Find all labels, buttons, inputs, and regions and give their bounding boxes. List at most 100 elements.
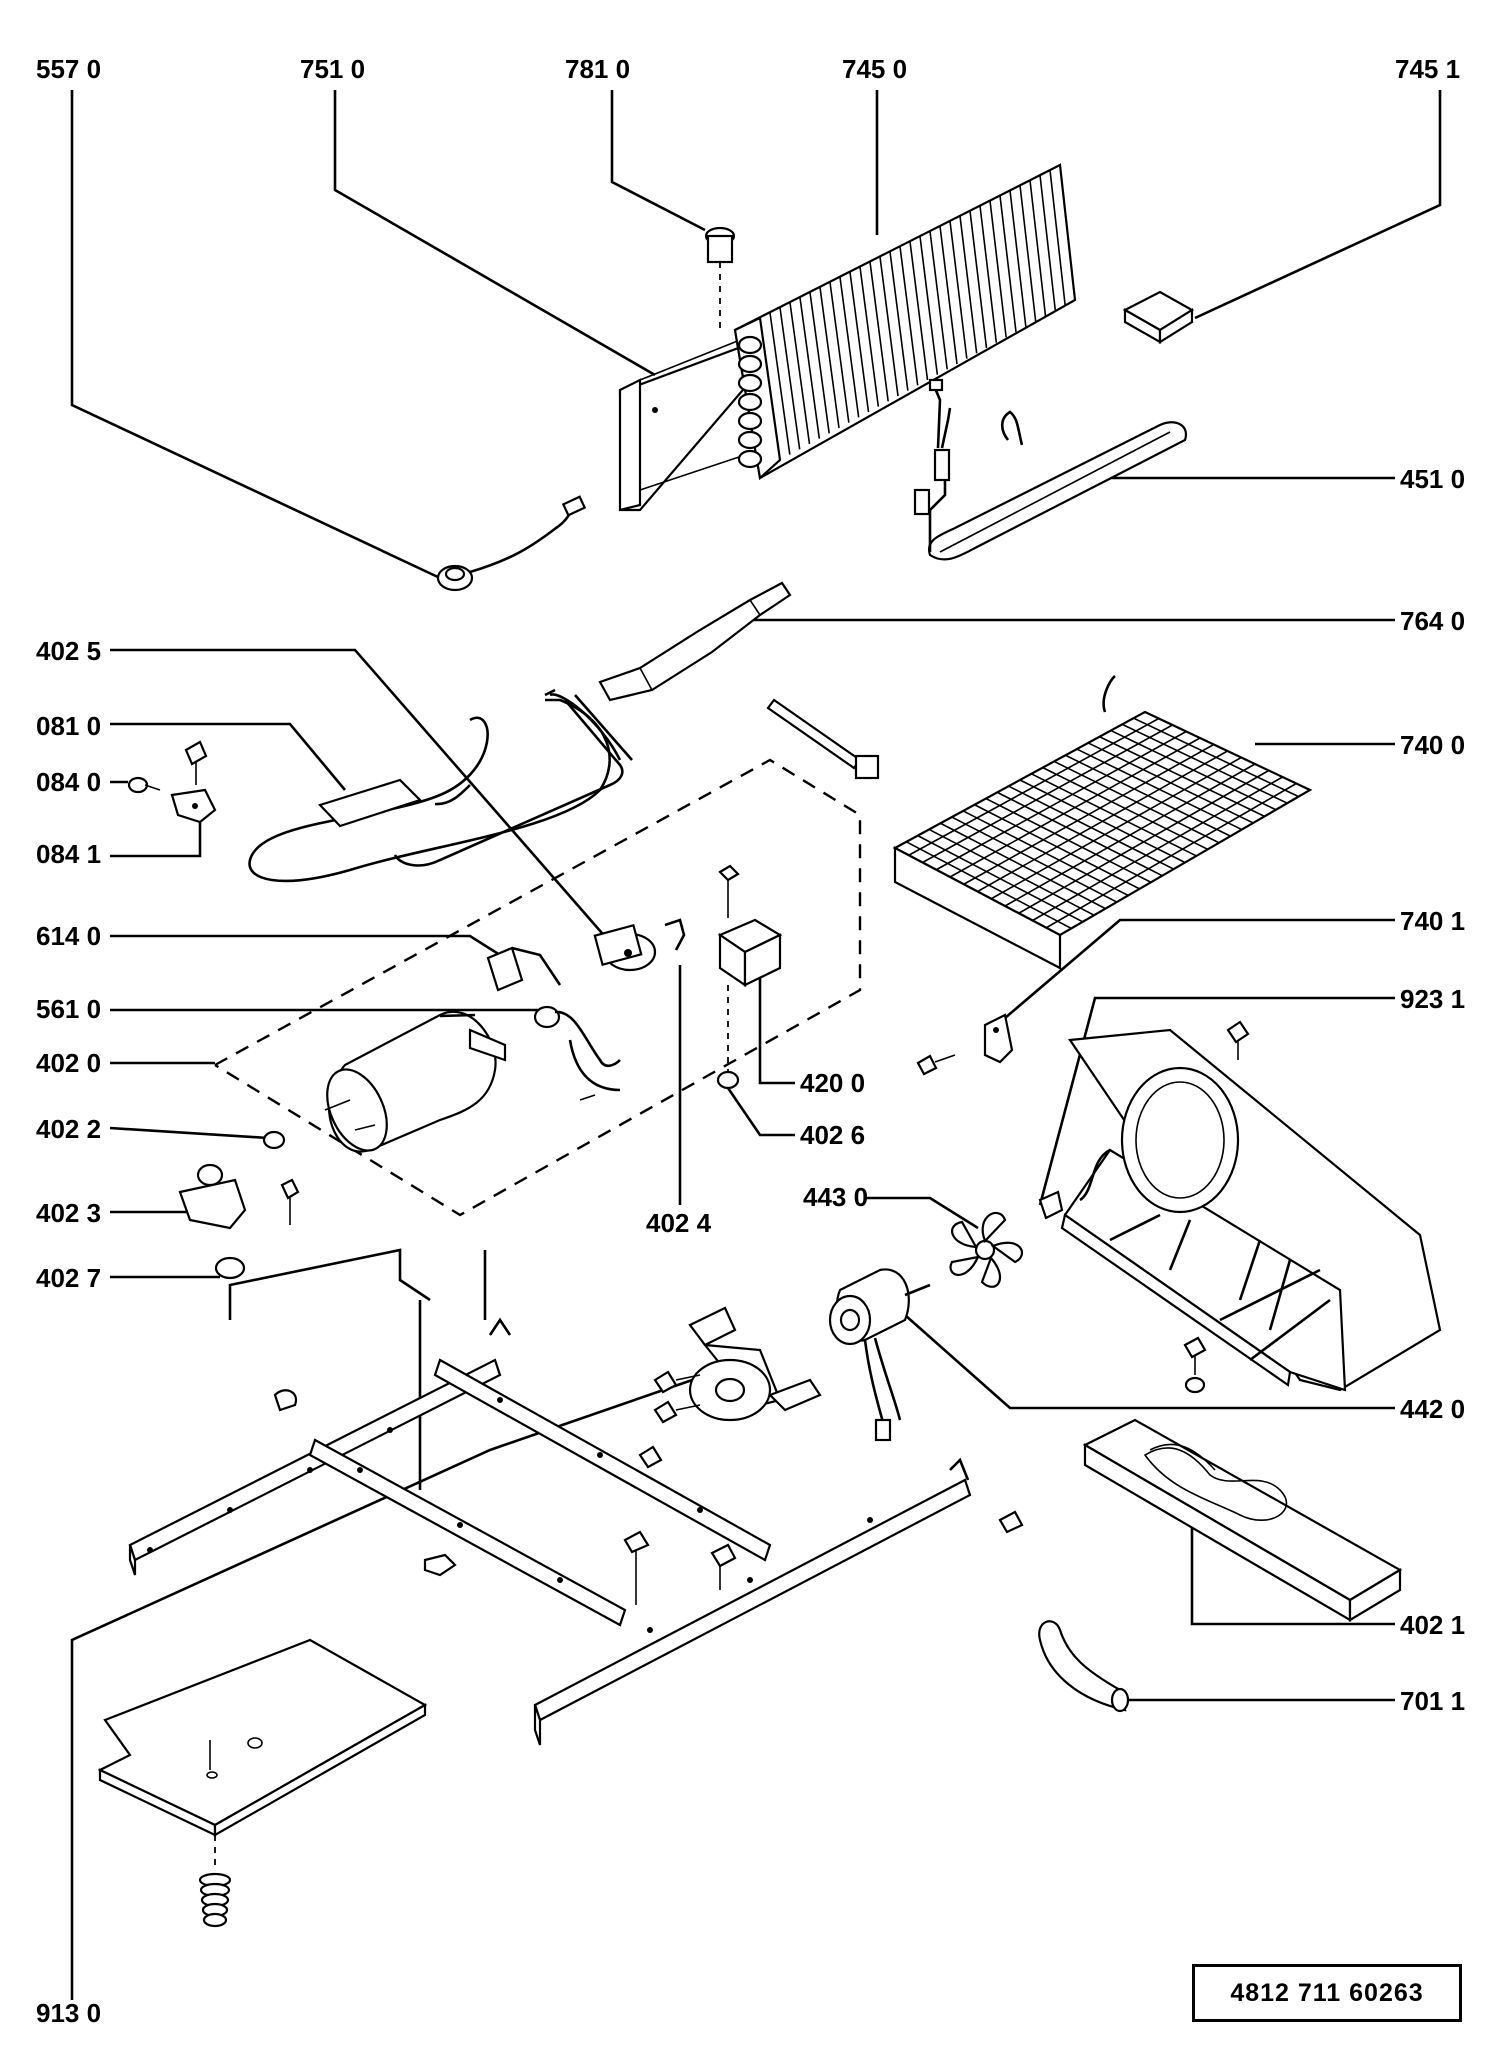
coil-bend <box>737 373 763 393</box>
compressor-base-line <box>228 1248 431 1320</box>
spring-coil <box>202 1912 228 1928</box>
part-402-5-overload <box>593 923 657 972</box>
hatch-line <box>990 756 1242 900</box>
hatch-line <box>899 246 919 386</box>
hatch-line <box>849 271 870 413</box>
hatch-line <box>929 231 948 370</box>
part-402-7-foot <box>214 1256 246 1280</box>
hatch-line <box>1039 175 1057 311</box>
label-923-1: 923 1 <box>1400 984 1465 1014</box>
hatch-line <box>1049 170 1066 306</box>
hatch-line <box>789 302 811 445</box>
hatch-line <box>1249 1298 1331 1362</box>
hatch-line <box>799 297 821 439</box>
coil-bend <box>737 449 763 469</box>
coil-bend <box>737 354 763 374</box>
part-motor-mount <box>638 1306 822 1469</box>
part-base-clips <box>273 1389 1024 1605</box>
part-557-thermostat <box>436 495 587 592</box>
hatch-line <box>1238 1239 1262 1301</box>
label-701-1: 701 1 <box>1400 1686 1465 1716</box>
hatch-line <box>889 251 909 391</box>
label-557-0: 557 0 <box>36 54 101 84</box>
part-402-1-drip-tray <box>1082 1418 1403 1622</box>
label-084-1: 084 1 <box>36 839 101 869</box>
hatch-line <box>908 717 1160 856</box>
hatch-line <box>1004 763 1256 907</box>
part-740-1-bracket <box>916 1013 1014 1076</box>
label-402-2: 402 2 <box>36 1114 101 1144</box>
label-402-3: 402 3 <box>36 1198 101 1228</box>
hatch-line <box>869 261 889 402</box>
part-740-evaporator <box>892 674 1313 970</box>
hatch-line <box>809 292 830 434</box>
part-402-2-grommet <box>262 1130 286 1150</box>
hatch-line <box>839 277 860 418</box>
hatch-line <box>1029 180 1047 317</box>
hatch-line <box>759 317 781 461</box>
label-443-0: 443 0 <box>803 1182 868 1212</box>
label-402-0: 402 0 <box>36 1048 101 1078</box>
part-561-starter <box>533 1005 621 1101</box>
label-561-0: 561 0 <box>36 994 101 1024</box>
hatch-line <box>779 307 801 450</box>
hatch-line <box>963 743 1215 885</box>
hatch-line <box>829 282 850 423</box>
label-402-7: 402 7 <box>36 1263 101 1293</box>
hatch-line <box>935 730 1187 871</box>
hatch-line <box>859 266 880 407</box>
part-420-capacitor <box>716 864 783 1090</box>
wire-harness <box>1079 1148 1111 1202</box>
hatch-line <box>922 724 1173 864</box>
part-clip <box>664 918 686 951</box>
part-cable-tie <box>766 698 880 780</box>
label-420-0: 420 0 <box>800 1068 865 1098</box>
label-751-0: 751 0 <box>300 54 365 84</box>
hatch-line <box>1268 1259 1292 1331</box>
reference-number: 4812 711 60263 <box>1230 1978 1424 2007</box>
part-442-fan-motor <box>828 1268 931 1442</box>
hatch-line <box>879 256 899 397</box>
hatch-line <box>1168 1219 1192 1271</box>
label-745-1: 745 1 <box>1395 54 1460 84</box>
label-781-0: 781 0 <box>565 54 630 84</box>
hatch-line <box>949 737 1201 878</box>
hatch-line <box>919 236 939 375</box>
coil-bend <box>737 430 763 450</box>
hatch-line <box>819 287 840 429</box>
reference-number-box: 4812 711 60263 <box>1192 1964 1462 2022</box>
part-402-3-bracket <box>178 1163 300 1230</box>
hatch-line <box>939 226 958 365</box>
coil-bend <box>737 392 763 412</box>
coil-bend <box>737 335 763 355</box>
hatch-line <box>959 215 978 354</box>
part-081-capillary <box>248 688 622 883</box>
hatch-line <box>1109 1213 1161 1242</box>
label-402-6: 402 6 <box>800 1120 865 1150</box>
hatch-line <box>977 750 1228 893</box>
hatch-line <box>769 312 791 455</box>
hatch-line <box>1045 782 1297 929</box>
part-913-cover-plate <box>97 1638 428 1928</box>
part-745-1-connector <box>1122 290 1195 344</box>
hatch-line <box>1019 185 1037 322</box>
label-402-4: 402 4 <box>646 1208 712 1238</box>
label-081-0: 081 0 <box>36 711 101 741</box>
hatch-line <box>1059 164 1076 301</box>
label-084-0: 084 0 <box>36 767 101 797</box>
part-701-1-drain-hose <box>1038 1620 1130 1713</box>
hatch-line <box>969 210 988 349</box>
part-923-fan-shroud <box>1038 1020 1442 1394</box>
label-740-1: 740 1 <box>1400 906 1465 936</box>
compressor-enclosure-dashed <box>214 758 862 1217</box>
hatch-line <box>979 205 998 343</box>
part-781-grommet <box>704 226 736 330</box>
label-764-0: 764 0 <box>1400 606 1465 636</box>
hatch-line <box>989 200 1007 338</box>
leader-lines <box>70 90 1442 2000</box>
part-443-fan-blade <box>949 1211 1024 1288</box>
part-084-screw-clamp <box>127 740 217 824</box>
part-base-frame <box>128 1317 972 1746</box>
label-402-5: 402 5 <box>36 636 101 666</box>
